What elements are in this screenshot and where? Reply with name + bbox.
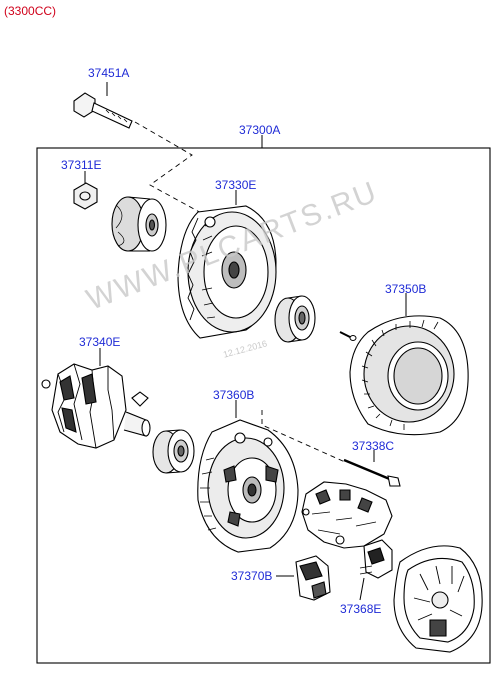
- part-label-37300A[interactable]: 37300A: [239, 123, 281, 137]
- rotor-37340E-drawing: [41, 363, 151, 449]
- part-label-37338C[interactable]: 37338C: [352, 439, 395, 453]
- assembly-frame: [36, 147, 491, 664]
- part-label-37340E[interactable]: 37340E: [79, 335, 121, 349]
- rear-bearing-drawing: [152, 429, 195, 474]
- part-label-37311E[interactable]: 37311E: [61, 158, 102, 172]
- rear-bracket-37360B-drawing: [197, 419, 299, 553]
- rear-cover-drawing: [393, 545, 483, 653]
- front-bracket-37330E-drawing: [177, 205, 277, 339]
- through-bolt-path-dashed: [261, 410, 346, 463]
- engine-caption: (3300CC): [4, 4, 57, 18]
- part-label-37368E[interactable]: 37368E: [340, 602, 382, 616]
- rectifier-drawing: [301, 481, 393, 549]
- part-label-37350B[interactable]: 37350B: [385, 282, 427, 296]
- nut-37311E-drawing: [73, 182, 98, 210]
- brush-holder-37368E-drawing: [359, 539, 393, 579]
- stator-37350B-drawing: [349, 315, 469, 436]
- part-label-37451A[interactable]: 37451A: [88, 66, 130, 80]
- through-bolt-37338C-drawing: [343, 458, 401, 487]
- regulator-37370B-drawing: [295, 555, 331, 601]
- front-bearing-drawing: [274, 295, 316, 343]
- bolt-path-dashed: [134, 121, 206, 216]
- part-label-37360B[interactable]: 37360B: [213, 388, 255, 402]
- leader-37368E: [359, 577, 365, 601]
- part-label-37330E[interactable]: 37330E: [215, 178, 257, 192]
- bolt-37451A-drawing: [73, 92, 133, 129]
- part-label-37370B[interactable]: 37370B: [231, 569, 273, 583]
- pulley-drawing: [111, 196, 167, 252]
- small-screw-drawing: [339, 331, 357, 341]
